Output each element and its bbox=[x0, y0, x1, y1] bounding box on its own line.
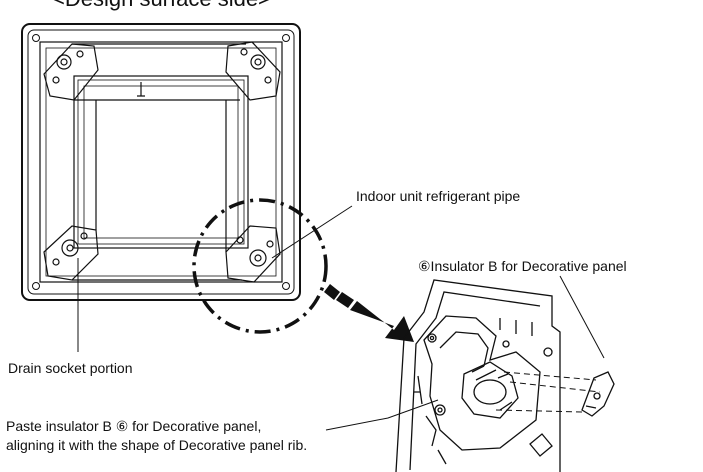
detail-callout-circle bbox=[192, 198, 328, 334]
corner-bracket-top-right bbox=[225, 41, 281, 101]
label-drain-socket: Drain socket portion bbox=[8, 360, 133, 376]
paste-instruction-line-2: aligning it with the shape of Decorative… bbox=[6, 437, 308, 453]
paste-instruction-line-1: Paste insulator B ⑥ for Decorative panel… bbox=[6, 418, 262, 434]
corner-bracket-bottom-left bbox=[43, 100, 242, 281]
corner-bracket-bottom-right bbox=[225, 100, 281, 283]
insulator-alignment-lines bbox=[495, 371, 601, 413]
detail-arrow bbox=[324, 284, 414, 342]
label-insulator: ⑥Insulator B for Decorative panel bbox=[418, 258, 627, 274]
label-paste-instruction: Paste insulator B ⑥ for Decorative panel… bbox=[6, 417, 307, 455]
leader-insulator bbox=[559, 275, 605, 359]
leader-paste-insulator bbox=[325, 399, 439, 431]
detail-view bbox=[395, 279, 561, 472]
decorative-panel bbox=[21, 23, 301, 301]
insulator-piece bbox=[581, 371, 615, 417]
diagram-title: <Design surface side> bbox=[52, 0, 271, 12]
label-refrigerant-pipe: Indoor unit refrigerant pipe bbox=[356, 188, 521, 204]
leader-refrigerant-pipe bbox=[271, 205, 353, 259]
corner-bracket-top-left bbox=[43, 43, 246, 101]
